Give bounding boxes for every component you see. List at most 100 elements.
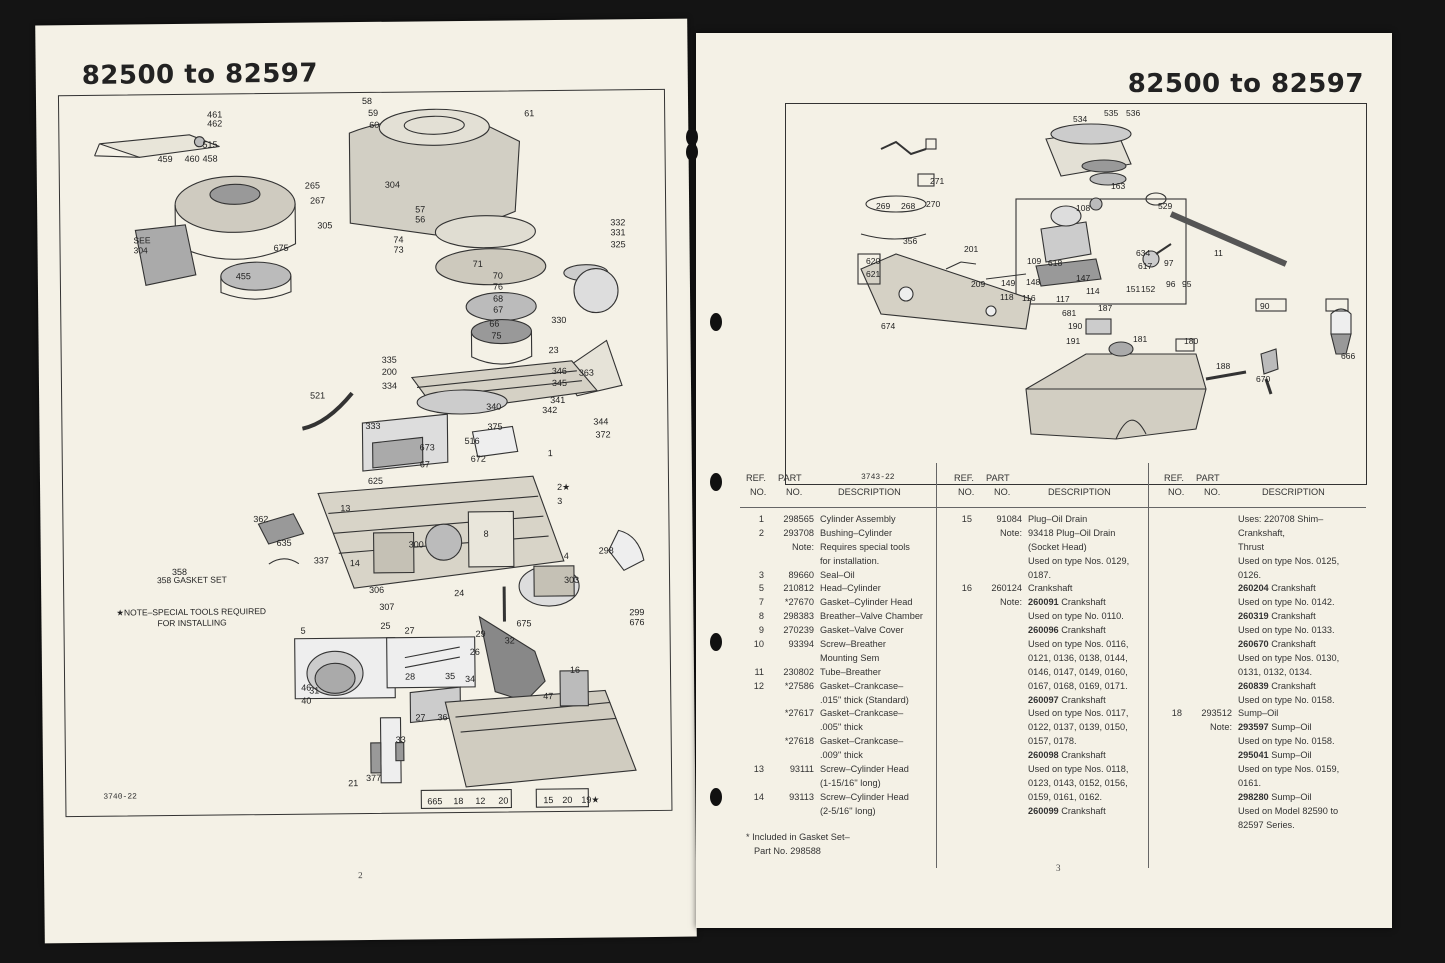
row-ref-number: 10 bbox=[753, 639, 764, 650]
part-callout: 345 bbox=[552, 378, 567, 388]
row-description: 260099 Crankshaft bbox=[1028, 805, 1106, 816]
row-ref-number: 16 bbox=[961, 583, 972, 594]
binder-hole bbox=[710, 633, 722, 651]
header-part: PART bbox=[778, 473, 802, 483]
row-part-number: 298383 bbox=[783, 611, 814, 622]
table-row: Used on type Nos. 0130, bbox=[1158, 652, 1366, 666]
part-callout: 201 bbox=[964, 244, 978, 254]
part-callout: 617 bbox=[1138, 261, 1152, 271]
part-callout: 116 bbox=[1022, 293, 1036, 303]
part-callout: 200 bbox=[382, 367, 397, 377]
binder-hole bbox=[710, 473, 722, 491]
part-callout: 190 bbox=[1068, 321, 1082, 331]
table-row: 295041 Sump–Oil bbox=[1158, 749, 1366, 763]
part-callout: 333 bbox=[365, 421, 380, 431]
header-ref: REF. bbox=[954, 473, 974, 483]
table-row: 260839 Crankshaft bbox=[1158, 680, 1366, 694]
row-description: 298280 Sump–Oil bbox=[1238, 791, 1312, 802]
row-ref-number: 12 bbox=[753, 680, 764, 691]
part-callout: 337 bbox=[314, 555, 329, 565]
row-description: Used on type No. 0158. bbox=[1238, 736, 1335, 747]
row-part-number: *27586 bbox=[784, 680, 814, 691]
part-callout: 96 bbox=[1166, 279, 1176, 289]
part-callout: 61 bbox=[524, 108, 534, 118]
row-description: 0187. bbox=[1028, 569, 1051, 580]
part-callout: 335 bbox=[382, 355, 397, 365]
part-callout: 147 bbox=[1076, 273, 1090, 283]
row-description: 0126. bbox=[1238, 569, 1261, 580]
part-callout: 306 bbox=[369, 585, 384, 595]
table-row: 0131, 0132, 0134. bbox=[1158, 666, 1366, 680]
row-ref-number: 14 bbox=[753, 791, 764, 802]
part-callout: 35 bbox=[445, 671, 455, 681]
part-callout: 681 bbox=[1062, 308, 1076, 318]
header-description: DESCRIPTION bbox=[1262, 487, 1325, 497]
part-callout: 149 bbox=[1001, 278, 1015, 288]
part-callout: 21 bbox=[348, 778, 358, 788]
table-row: Used on type Nos. 0125, bbox=[1158, 555, 1366, 569]
table-row: 0122, 0137, 0139, 0150, bbox=[948, 721, 1148, 735]
table-row: 260204 Crankshaft bbox=[1158, 582, 1366, 596]
part-callout: 458 bbox=[203, 154, 218, 164]
row-part-number: 293512 bbox=[1201, 708, 1232, 719]
part-callout: 163 bbox=[1111, 181, 1125, 191]
table-row: Used on type Nos. 0117, bbox=[948, 707, 1148, 721]
part-callout: 534 bbox=[1073, 114, 1087, 124]
part-callout: 340 bbox=[486, 402, 501, 412]
part-callout: 620 bbox=[866, 256, 880, 266]
row-description: .009'' thick bbox=[820, 750, 863, 761]
row-description: Used on type No. 0110. bbox=[1028, 611, 1124, 622]
row-part-number: 230802 bbox=[783, 666, 814, 677]
row-description: Gasket–Crankcase– bbox=[820, 708, 904, 719]
table-row: 260097 Crankshaft bbox=[948, 694, 1148, 708]
part-callout: 27 bbox=[405, 625, 415, 635]
left-page-number: 2 bbox=[358, 870, 363, 881]
row-part-number: 93113 bbox=[789, 791, 814, 802]
table-row: Used on type Nos. 0118, bbox=[948, 763, 1148, 777]
row-description: Used on type Nos. 0125, bbox=[1238, 555, 1340, 566]
row-ref-number: 9 bbox=[758, 625, 764, 636]
table-row: Note:293597 Sump–Oil bbox=[1158, 721, 1366, 735]
table-row: 0157, 0178. bbox=[948, 735, 1148, 749]
row-description: Bushing–Cylinder bbox=[820, 527, 893, 538]
part-callout: 56 bbox=[415, 214, 425, 224]
part-callout: 665 bbox=[427, 796, 442, 806]
row-part-number: 298565 bbox=[783, 514, 814, 524]
part-callout: 666 bbox=[1341, 351, 1355, 361]
part-callout: 535 bbox=[1104, 108, 1118, 118]
part-callout: 108 bbox=[1076, 203, 1090, 213]
row-description: 0123, 0143, 0152, 0156, bbox=[1028, 777, 1128, 788]
part-callout: 300 bbox=[409, 539, 424, 549]
part-callout: 29 bbox=[476, 629, 486, 639]
row-ref-number: 5 bbox=[758, 583, 764, 594]
table-row: 260319 Crankshaft bbox=[1158, 610, 1366, 624]
row-part-number: 93111 bbox=[789, 764, 814, 775]
special-tools-note-line1: ★NOTE–SPECIAL TOOLS REQUIRED bbox=[116, 606, 266, 618]
part-callout: 455 bbox=[236, 271, 251, 281]
gasket-set-footnote-1: * Included in Gasket Set– bbox=[746, 832, 850, 842]
table-row: Thrust bbox=[1158, 541, 1366, 555]
table-row: 82597 Series. bbox=[1158, 819, 1366, 833]
part-callout: 265 bbox=[305, 180, 320, 190]
part-callout: 33 bbox=[396, 735, 406, 745]
table-row: .005'' thick bbox=[740, 721, 936, 735]
part-callout: 529 bbox=[1158, 201, 1172, 211]
row-description: Gasket–Cylinder Head bbox=[820, 597, 913, 608]
row-description: Used on type No. 0158. bbox=[1238, 694, 1335, 705]
part-callout: 377 bbox=[366, 773, 381, 783]
row-description: Tube–Breather bbox=[820, 666, 881, 677]
table-row: .009'' thick bbox=[740, 749, 936, 763]
table-row: Used on type Nos. 0129, bbox=[948, 555, 1148, 569]
row-description: 293597 Sump–Oil bbox=[1238, 722, 1312, 733]
row-description: for installation. bbox=[820, 555, 880, 566]
row-description: Thrust bbox=[1238, 541, 1265, 552]
part-callout: 1 bbox=[548, 448, 553, 458]
row-description: 0131, 0132, 0134. bbox=[1238, 666, 1313, 677]
